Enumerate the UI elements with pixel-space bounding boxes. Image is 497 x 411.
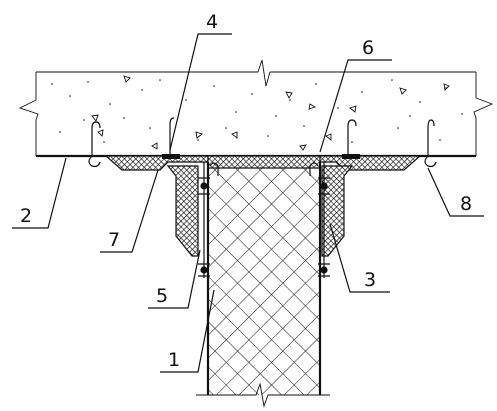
aggregate-triangles: [91, 75, 450, 151]
sealant-band: [88, 154, 437, 171]
leader-lines: [12, 33, 484, 373]
callout-labels: 4 6 2 7 5 1 3 8: [20, 11, 472, 371]
aggregate-texture: [51, 79, 463, 143]
callout-1: 1: [168, 349, 180, 371]
side-sealant-pads: [166, 165, 354, 257]
slab-anchors: [91, 117, 435, 156]
callout-5: 5: [156, 285, 168, 307]
sandwich-panel: [196, 162, 330, 408]
concrete-slab: [18, 59, 494, 158]
callout-4: 4: [206, 11, 218, 33]
callout-2: 2: [20, 205, 32, 227]
fixing-brackets: [198, 162, 330, 277]
callout-8: 8: [460, 193, 472, 215]
callout-7: 7: [108, 229, 120, 251]
callout-6: 6: [362, 37, 374, 59]
callout-3: 3: [364, 269, 376, 291]
